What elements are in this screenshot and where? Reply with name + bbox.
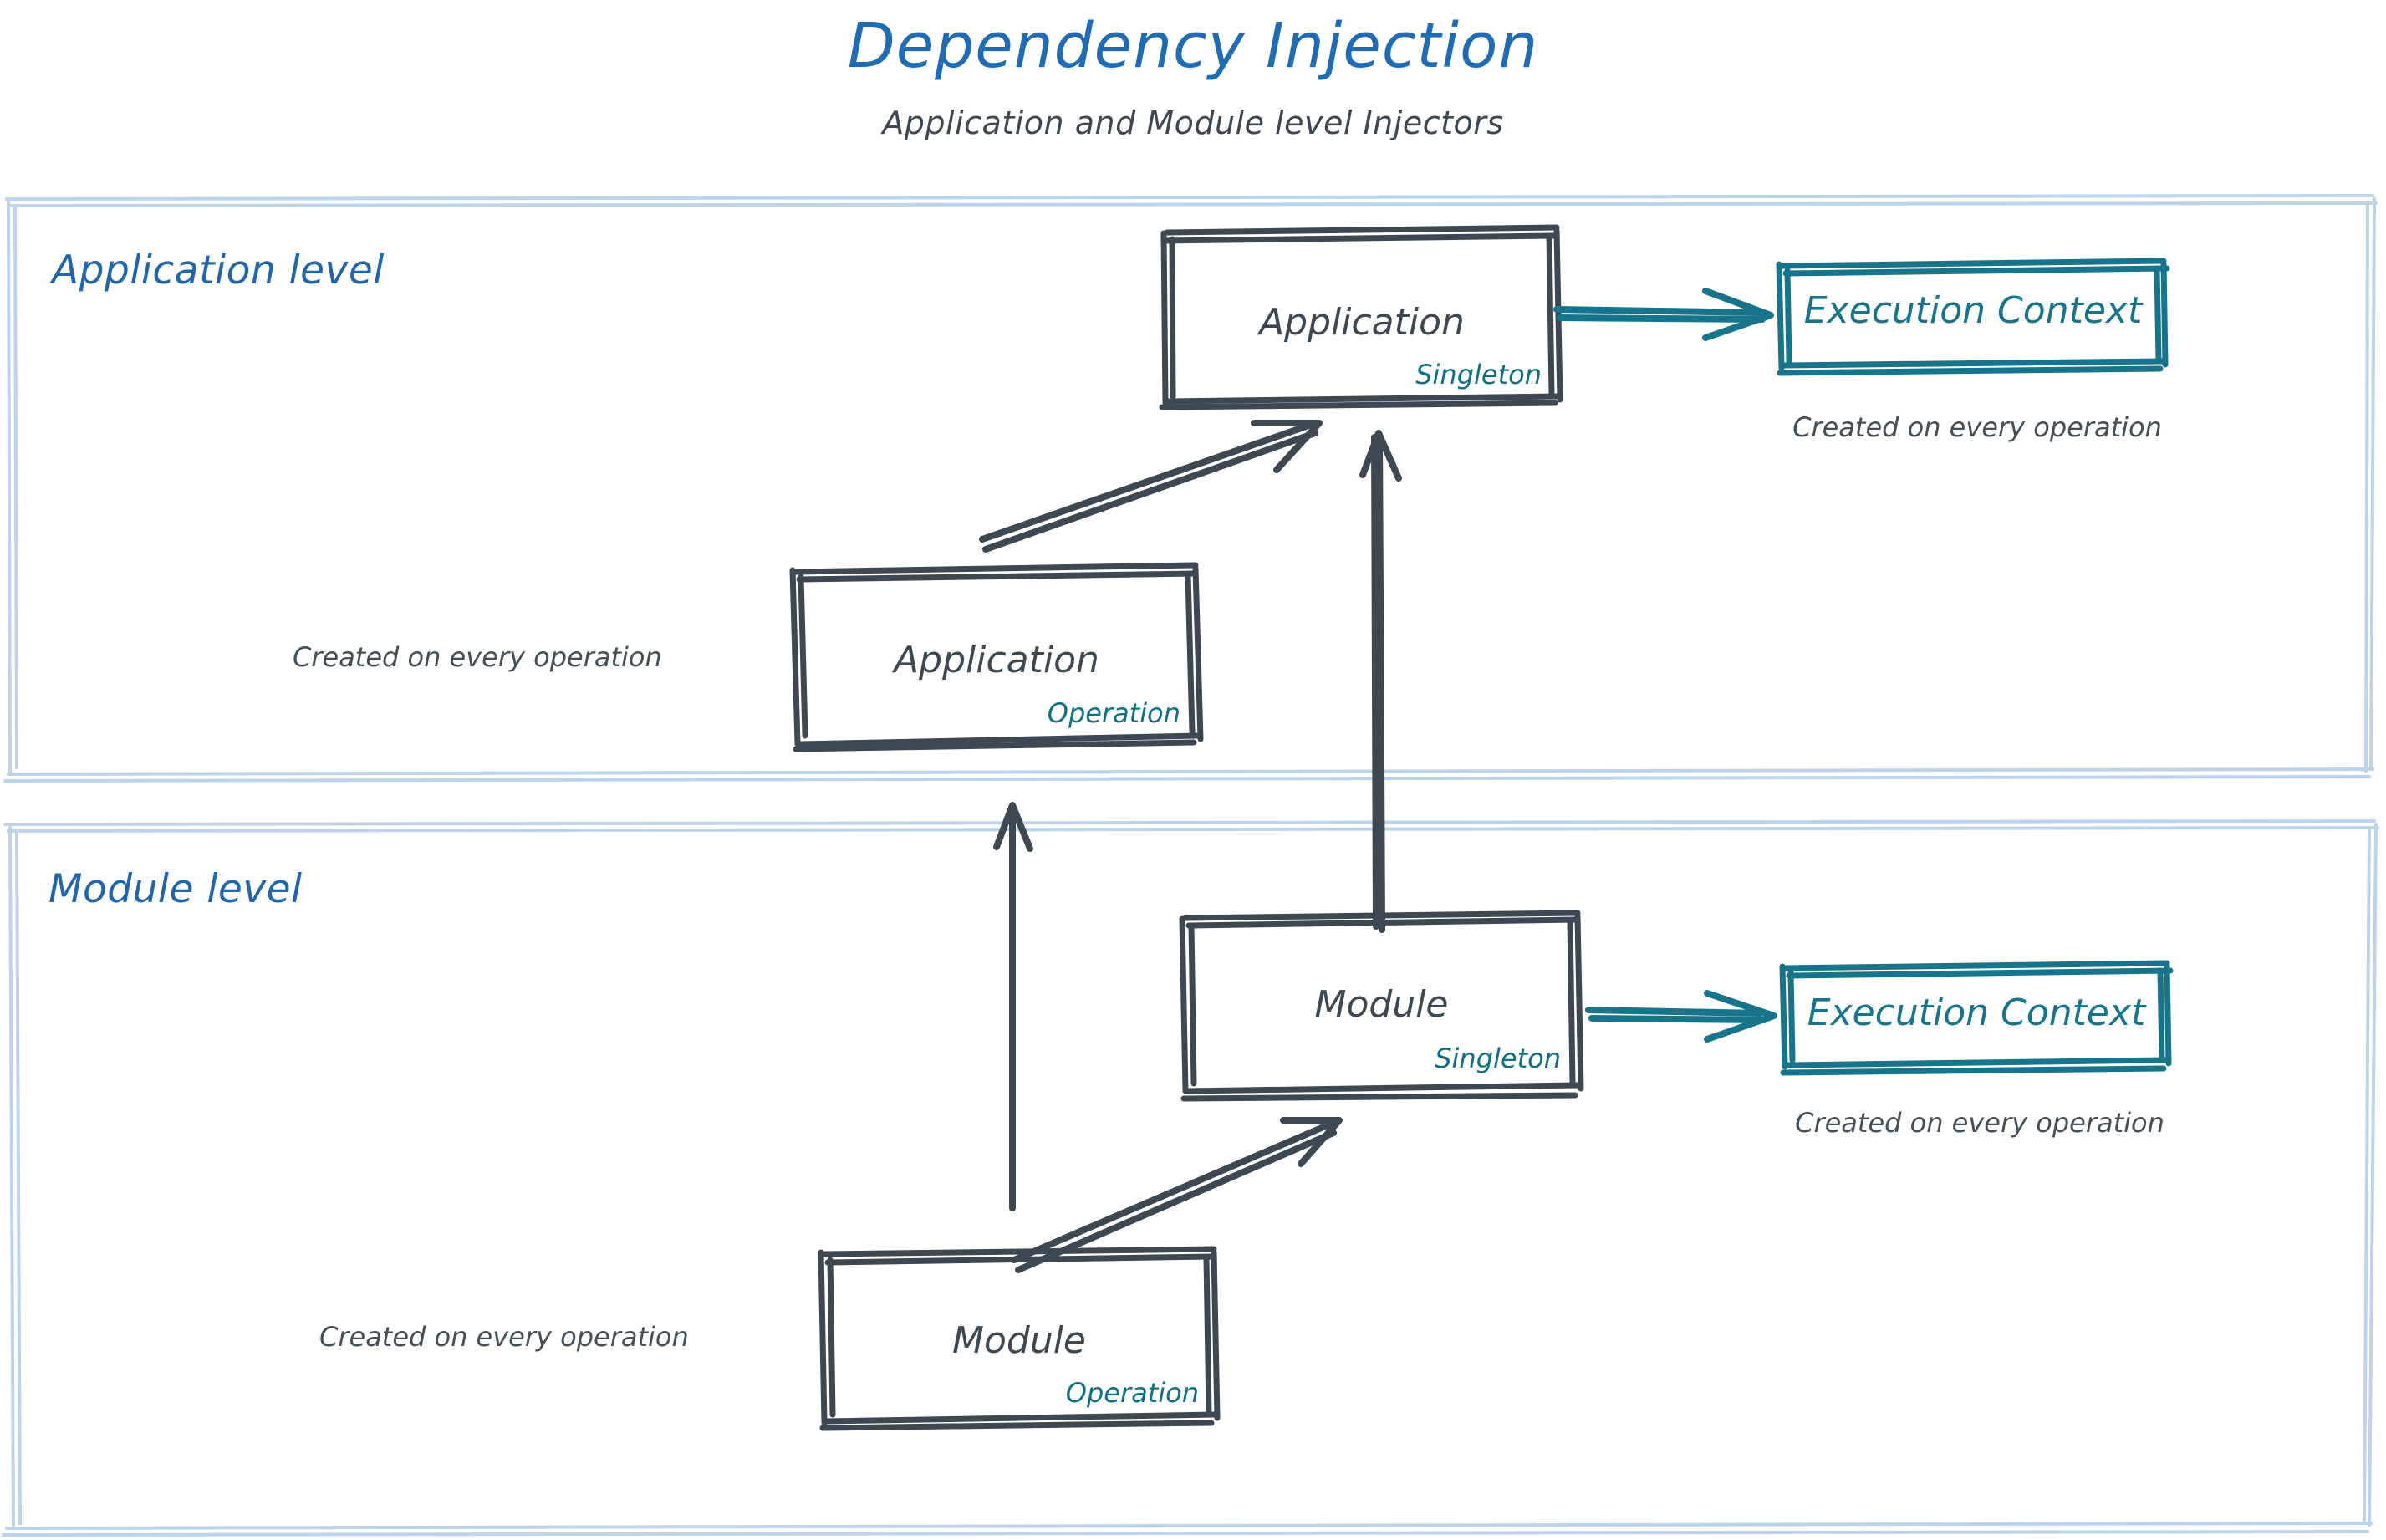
box-execution-context-module[interactable]: Execution Context (1784, 965, 2169, 1067)
box-application-operation-title: Application (894, 639, 1099, 681)
arrow-module-singleton-to-exec-context (1585, 990, 1777, 1043)
arrow-module-singleton-to-app-singleton (1359, 430, 1402, 933)
panel-label-module-level: Module level (48, 866, 303, 912)
box-module-operation[interactable]: Module Operation (823, 1252, 1216, 1423)
box-application-singleton[interactable]: Application Singleton (1164, 231, 1560, 403)
box-application-operation[interactable]: Application Operation (794, 569, 1199, 746)
box-module-singleton-title: Module (1314, 983, 1449, 1026)
box-execution-context-application-border (1776, 258, 2170, 376)
caption-exec-ctx-app: Created on every operation (1792, 411, 2162, 443)
arrow-app-operation-to-app-singleton (979, 420, 1323, 553)
box-execution-context-module-title: Execution Context (1807, 992, 2146, 1034)
box-application-singleton-scope: Singleton (1415, 359, 1542, 390)
arrow-app-singleton-to-exec-context (1553, 288, 1774, 341)
panel-label-application-level: Application level (52, 247, 385, 293)
box-application-singleton-title: Application (1259, 301, 1465, 344)
box-module-singleton-scope: Singleton (1435, 1043, 1561, 1074)
box-application-operation-scope: Operation (1047, 697, 1180, 729)
box-execution-context-application[interactable]: Execution Context (1781, 263, 2165, 366)
arrow-module-operation-to-app-operation (993, 802, 1033, 1211)
panel-module-level-border (2, 819, 2379, 1537)
page-title: Dependency Injection (847, 10, 1539, 82)
caption-module-operation: Created on every operation (319, 1321, 689, 1353)
box-module-singleton[interactable]: Module Singleton (1184, 916, 1579, 1090)
box-execution-context-module-border (1779, 960, 2174, 1076)
panel-application-level-border (3, 194, 2378, 783)
box-application-operation-border (789, 562, 1204, 752)
caption-exec-ctx-mod: Created on every operation (1795, 1107, 2164, 1139)
box-module-operation-title: Module (952, 1319, 1086, 1362)
page-subtitle: Application and Module level Injectors (882, 105, 1504, 141)
box-execution-context-application-title: Execution Context (1803, 289, 2143, 332)
caption-app-operation: Created on every operation (293, 641, 662, 673)
box-module-operation-scope: Operation (1065, 1377, 1199, 1409)
arrow-module-operation-to-module-singleton (1011, 1117, 1343, 1273)
